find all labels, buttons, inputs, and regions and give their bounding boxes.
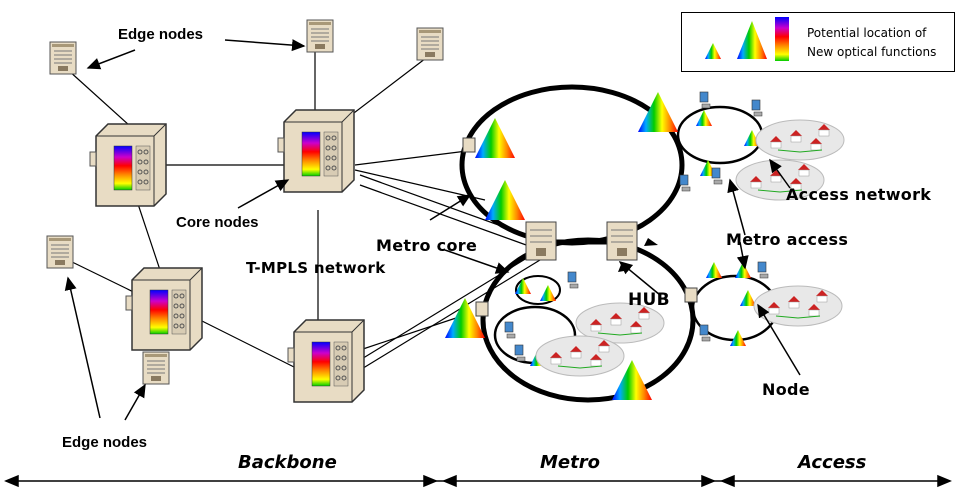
access-device-icon [757,261,769,279]
section-metro: Metro [540,452,600,473]
metro-core-label: Metro core [376,236,478,255]
section-dividers [4,474,952,488]
node-label: Node [762,380,810,399]
core-node-icon [89,123,167,207]
small-prism-icon [705,43,721,59]
optical-prism-icon [730,330,746,346]
optical-prism-icon [740,290,756,306]
optical-prism-icon [735,262,751,278]
section-backbone: Backbone [238,452,337,473]
large-prism-icon [737,21,767,59]
metro-node-icon [475,301,489,317]
access-device-icon [679,174,691,192]
core-node-icon [125,267,203,351]
metro-rings [459,84,779,403]
metro-node-icon [525,221,557,261]
section-access: Access [798,452,867,473]
metro-node-icon [684,287,698,303]
edge-node-icon [142,351,170,385]
access-device-icon [711,167,723,185]
legend: Potential location of New optical functi… [681,12,955,72]
metro-node-icon [606,221,638,261]
access-device-icon [567,271,579,289]
house-icon [535,335,625,377]
annotation-arrows [64,39,801,421]
access-device-icon [504,321,516,339]
legend-line-2: New optical functions [807,45,937,59]
edge-node-icon [416,27,444,61]
metro-access-label: Metro access [726,230,849,249]
core-node-icon [287,319,365,403]
hub-label: HUB [628,290,670,310]
optical-prism-icon [706,262,722,278]
core-nodes-label: Core nodes [176,214,259,231]
access-network-label: Access network [786,185,932,204]
edge-node-icon [306,19,334,53]
core-node-icon [277,109,355,193]
edge-nodes-top-label: Edge nodes [118,26,204,43]
optical-prism-icon [540,285,556,301]
access-device-icon [751,99,763,117]
house-icon [755,119,845,161]
edge-nodes-bottom-label: Edge nodes [62,434,148,451]
optical-prism-icon [485,180,525,220]
legend-line-1: Potential location of [807,26,927,40]
tmpls-network-label: T-MPLS network [246,259,386,277]
edge-node-icon [49,41,77,75]
metro-node-icon [462,137,476,153]
color-bar-icon [775,17,789,61]
optical-prism-icon [638,92,678,132]
access-device-icon [699,91,711,109]
optical-prism-icon [696,110,712,126]
edge-node-icon [46,235,74,269]
